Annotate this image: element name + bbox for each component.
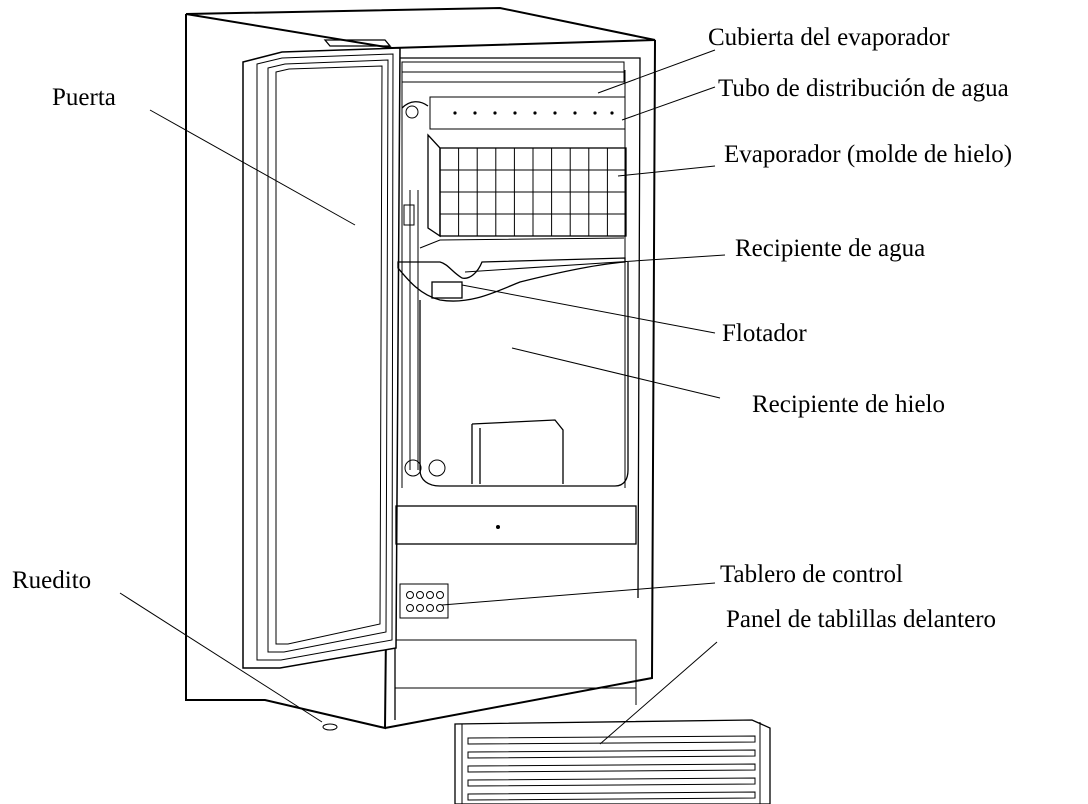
door bbox=[242, 39, 401, 669]
evaporator-cover bbox=[401, 61, 626, 130]
label-caster: Ruedito bbox=[12, 567, 91, 594]
evaporator-ice-mold bbox=[427, 133, 627, 238]
leader-water-tube bbox=[621, 86, 716, 121]
leader-evaporator bbox=[617, 165, 716, 177]
label-ice-container: Recipiente de hielo bbox=[752, 391, 945, 418]
label-float: Flotador bbox=[722, 320, 807, 347]
ice-container bbox=[419, 262, 629, 487]
cabinet-right-edge bbox=[384, 39, 656, 729]
label-water-distribution-tube: Tubo de distribución de agua bbox=[718, 75, 1009, 102]
labels: Cubierta del evaporador Tubo de distribu… bbox=[12, 24, 1012, 633]
float bbox=[431, 281, 463, 299]
leader-door bbox=[149, 109, 356, 226]
door-panel bbox=[242, 47, 401, 669]
leader-float bbox=[461, 284, 716, 334]
label-front-louver-panel: Panel de tablillas delantero bbox=[726, 606, 996, 633]
leader-control-panel bbox=[441, 582, 716, 606]
louver-slat bbox=[467, 735, 756, 745]
water-distribution-tube bbox=[401, 101, 614, 119]
control-panel bbox=[399, 583, 449, 619]
leader-ice-container bbox=[511, 347, 721, 399]
water-container bbox=[397, 237, 626, 302]
leader-louver-panel bbox=[599, 641, 718, 745]
cabinet-opening bbox=[395, 57, 641, 599]
label-evaporator-cover: Cubierta del evaporador bbox=[708, 24, 950, 51]
label-control-panel: Tablero de control bbox=[720, 561, 903, 588]
label-evaporator: Evaporador (molde de hielo) bbox=[724, 141, 1012, 168]
leader-caster bbox=[119, 592, 323, 723]
drawer bbox=[395, 505, 637, 545]
cabinet-top bbox=[185, 6, 656, 50]
louver-slat bbox=[467, 749, 756, 759]
caster-wheel bbox=[322, 723, 338, 731]
louver-slat bbox=[467, 791, 756, 801]
label-door: Puerta bbox=[52, 84, 116, 111]
door-hinge bbox=[323, 39, 392, 47]
left-piping bbox=[403, 190, 446, 477]
label-water-container: Recipiente de agua bbox=[735, 235, 925, 262]
louver-slat bbox=[467, 777, 756, 787]
leader-lines bbox=[119, 49, 726, 745]
leader-water-container bbox=[464, 254, 726, 273]
louver-slat bbox=[467, 763, 756, 773]
front-louver-panel bbox=[454, 719, 771, 804]
leader-evaporator-cover bbox=[597, 49, 716, 94]
